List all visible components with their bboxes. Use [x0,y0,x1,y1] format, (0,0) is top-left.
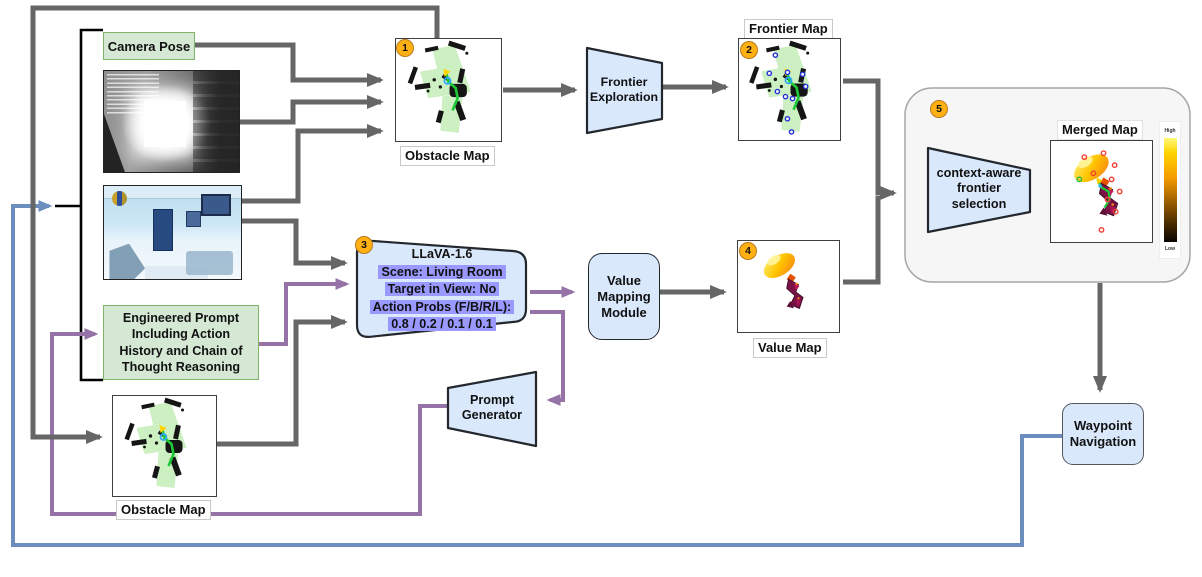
waypoint-line: Waypoint [1073,418,1132,433]
waypoint-navigation: Waypoint Navigation [1062,403,1144,465]
input-bracket-line [79,28,103,382]
frontier-exploration-block [585,46,664,135]
prompt-generator-block [446,370,538,448]
rgb-picture-frame-2 [185,211,202,228]
rgb-sofa [186,251,233,276]
frontier-map-title: Frontier Map [744,19,833,39]
depth-to-obstacle-map-arrow [240,94,384,125]
rgb-chair [109,243,146,279]
llava-action-probs-values: 0.8 / 0.2 / 0.1 / 0.1 [388,317,496,332]
obstacle-map-reuse-loop-arrow [30,5,440,445]
waypoint-feedback-blue-line [11,200,1062,547]
rgb-ball-object [112,191,127,206]
rgb-door [153,209,174,252]
llava-action-probs-label: Action Probs (F/B/R/L): [369,299,515,314]
prompt-generator-to-engineered-prompt-arrow [50,328,450,516]
llava-scene-line: Scene: Living Room [378,264,506,279]
vmm-line: Value [607,272,641,288]
obstacle-map-1 [395,38,502,142]
prompt-generator-line: Prompt [469,392,515,407]
waypoint-line: Navigation [1069,434,1137,449]
engineered-prompt-to-llava-arrow [257,278,350,346]
value-map-to-selection-line [843,196,881,285]
obstacle-map-1-label: Obstacle Map [400,146,495,166]
llava-title: LLaVA-1.6 [411,247,473,262]
prompt-generator-text: Prompt Generator [452,387,532,429]
engineered-prompt-line: Thought Reasoning [121,360,241,374]
value-map-label: Value Map [753,338,827,358]
merged-map [1050,140,1153,243]
colorbar-high-label: High [1164,128,1176,134]
selection-line: context-aware [936,165,1022,180]
depth-doorway-glow [144,101,186,147]
selection-line: selection [951,196,1007,211]
frontier-map-to-selection-arrow [843,78,897,201]
context-aware-selection-text: context-aware frontier selection [926,160,1032,218]
llava-text: LLaVA-1.6 Scene: Living Room Target in V… [358,245,526,335]
colorbar-low-label: Low [1165,246,1175,252]
depth-corner-shape [104,114,142,172]
engineered-prompt-line: History and Chain of [119,343,243,358]
value-mapping-module: Value Mapping Module [588,253,660,340]
vmm-line: Mapping [597,288,651,304]
badge-1: 1 [396,39,414,57]
rgb-to-obstacle-map-arrow [242,123,384,204]
merged-map-title: Merged Map [1057,120,1143,140]
camera-pose-to-obstacle-map-arrow [195,42,384,88]
selection-line: frontier [956,181,1002,196]
frontier-exploration-text: Frontier Exploration [585,68,663,112]
badge-5: 5 [930,100,948,118]
badge-3: 3 [355,236,373,254]
engineered-prompt-line: Including Action [131,327,231,341]
obstacle-map-2 [112,395,217,497]
vmm-line: Module [601,304,647,320]
obstacle-map2-to-llava-arrow [217,314,348,447]
frontier-exploration-line: Frontier [600,75,648,89]
merged-map-colorbar: High Low [1159,121,1181,259]
context-aware-selection-block [926,146,1032,234]
badge-4: 4 [739,242,757,260]
colorbar-gradient [1164,138,1177,242]
prompt-generator-line: Generator [461,408,523,422]
badge-2: 2 [740,41,758,59]
camera-pose-label: Camera Pose [107,38,191,54]
frontier-exploration-line: Exploration [589,90,659,104]
rgb-picture-frame [201,194,232,217]
llava-target-line: Target in View: No [384,282,500,297]
depth-image [103,70,240,173]
llava-to-prompt-generator-arrow [530,310,565,406]
camera-pose-box: Camera Pose [103,32,195,60]
depth-shelf-shape [193,71,239,172]
engineered-prompt-line: Engineered Prompt [122,310,240,325]
rgb-image [103,185,242,280]
rgb-to-llava-arrow [242,218,348,271]
obstacle-map-2-label: Obstacle Map [116,500,211,520]
engineered-prompt-box: Engineered Prompt Including Action Histo… [103,305,259,380]
